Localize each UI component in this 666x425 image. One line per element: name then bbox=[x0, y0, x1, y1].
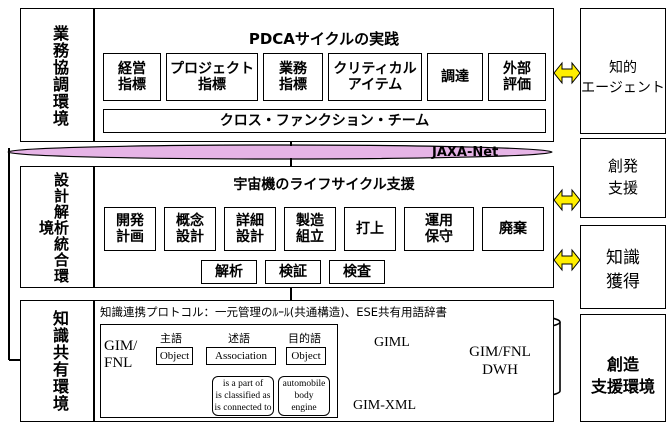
association-box: Association bbox=[206, 347, 276, 365]
phase-detail-design: 詳細 設計 bbox=[224, 207, 276, 251]
right-box-acquire bbox=[580, 225, 666, 309]
phase-disposal: 廃棄 bbox=[482, 207, 544, 251]
phase-launch: 打上 bbox=[344, 207, 396, 251]
arrow-design-acquire bbox=[553, 248, 581, 272]
label-knowledge-env: 知識共有環境 bbox=[50, 310, 69, 412]
creative-env-title: 創造 支援環境 bbox=[590, 355, 655, 396]
left-label-column-knowledge bbox=[20, 300, 94, 422]
predicate-examples: is a part of is classified as is connect… bbox=[212, 376, 274, 416]
cross-function-team: クロス・ファンクション・チーム bbox=[103, 109, 546, 133]
gim-xml-label: GIM-XML bbox=[353, 398, 416, 413]
tool-inspection: 検査 bbox=[329, 260, 385, 284]
phase-concept-design: 概念 設計 bbox=[164, 207, 216, 251]
pdca-title: PDCAサイクルの実践 bbox=[248, 30, 400, 48]
right-box-agent bbox=[580, 8, 666, 134]
label-business-env: 業務協調環境 bbox=[50, 25, 69, 127]
business-item-external-eval: 外部 評価 bbox=[488, 53, 546, 101]
lifecycle-title: 宇宙機のライフサイクル支援 bbox=[233, 177, 415, 193]
tool-verification: 検証 bbox=[265, 260, 321, 284]
business-item-project-index: プロジェクト 指標 bbox=[166, 53, 258, 101]
left-label-column-design bbox=[20, 166, 94, 288]
jaxa-net-ellipse bbox=[7, 144, 553, 160]
giml-label: GIML bbox=[374, 335, 410, 350]
right-box-creative bbox=[580, 138, 666, 218]
agent-label: 知的 エージェント bbox=[581, 60, 665, 96]
target-object-box: Object bbox=[286, 347, 326, 365]
gim-fnl-label: GIM/ FNL bbox=[104, 338, 138, 371]
jaxa-net-label: JAXA-Net bbox=[432, 145, 499, 160]
phase-dev-plan: 開発 計画 bbox=[104, 207, 156, 251]
phase-manufacture: 製造 組立 bbox=[284, 207, 336, 251]
creative-label: 創発 支援 bbox=[607, 157, 638, 197]
label-design-env: 設計解析統合環境 bbox=[37, 172, 70, 284]
subject-label: 主語 bbox=[160, 332, 182, 345]
business-item-work-index: 業務 指標 bbox=[263, 53, 323, 101]
predicate-label: 述語 bbox=[228, 332, 250, 345]
tool-analysis: 解析 bbox=[201, 260, 257, 284]
object-examples: automobile body engine bbox=[278, 376, 330, 416]
object-label: 目的語 bbox=[288, 332, 321, 345]
left-label-column-business bbox=[20, 8, 94, 142]
arrow-design-creative bbox=[553, 188, 581, 212]
protocol-text: 知識連携プロトコル：一元管理のﾙｰﾙ(共通構造)、ESE共有用語辞書 bbox=[100, 305, 448, 319]
business-item-critical-items: クリティカル アイテム bbox=[328, 53, 422, 101]
acquire-label: 知識 獲得 bbox=[606, 248, 640, 292]
phase-operation: 運用 保守 bbox=[404, 207, 474, 251]
dwh-label: GIM/FNL DWH bbox=[469, 344, 531, 378]
business-item-procurement: 調達 bbox=[427, 53, 483, 101]
right-box-env bbox=[580, 314, 666, 422]
gim-fnl-model-box bbox=[100, 324, 338, 418]
arrow-business-agent bbox=[553, 61, 581, 85]
business-item-management-index: 経営 指標 bbox=[103, 53, 161, 101]
subject-object-box: Object bbox=[156, 347, 193, 365]
